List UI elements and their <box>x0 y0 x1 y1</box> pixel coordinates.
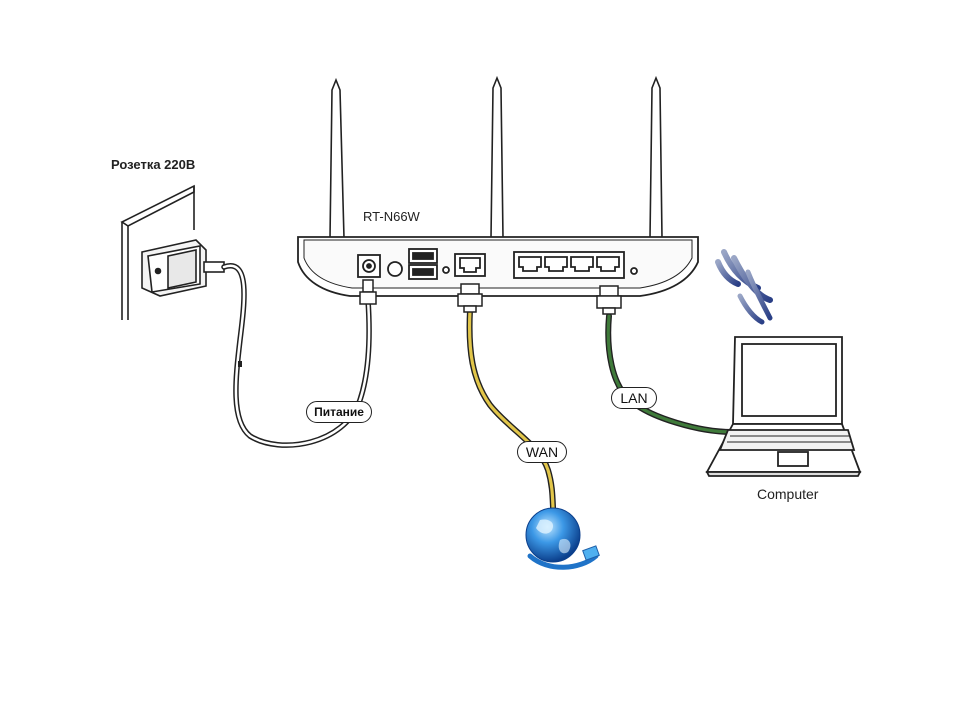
globe-icon <box>525 507 600 570</box>
ethernet-connector-icon <box>596 285 622 315</box>
lan-label: LAN <box>611 387 657 409</box>
ethernet-connector-icon <box>457 283 483 313</box>
lan-cable <box>605 313 735 435</box>
power-plug <box>359 279 377 305</box>
laptop-icon <box>705 336 862 477</box>
wifi-signal-icon <box>715 249 773 325</box>
wan-label: WAN <box>517 441 567 463</box>
socket-label: Розетка 220В <box>111 157 196 172</box>
power-adapter-icon <box>141 239 225 297</box>
computer-label: Computer <box>757 486 819 502</box>
wall-socket-icon <box>120 184 195 320</box>
wan-cable <box>466 307 557 523</box>
router-icon <box>297 236 699 297</box>
power-label: Питание <box>306 401 372 423</box>
router-model-label: RT-N66W <box>363 209 420 224</box>
